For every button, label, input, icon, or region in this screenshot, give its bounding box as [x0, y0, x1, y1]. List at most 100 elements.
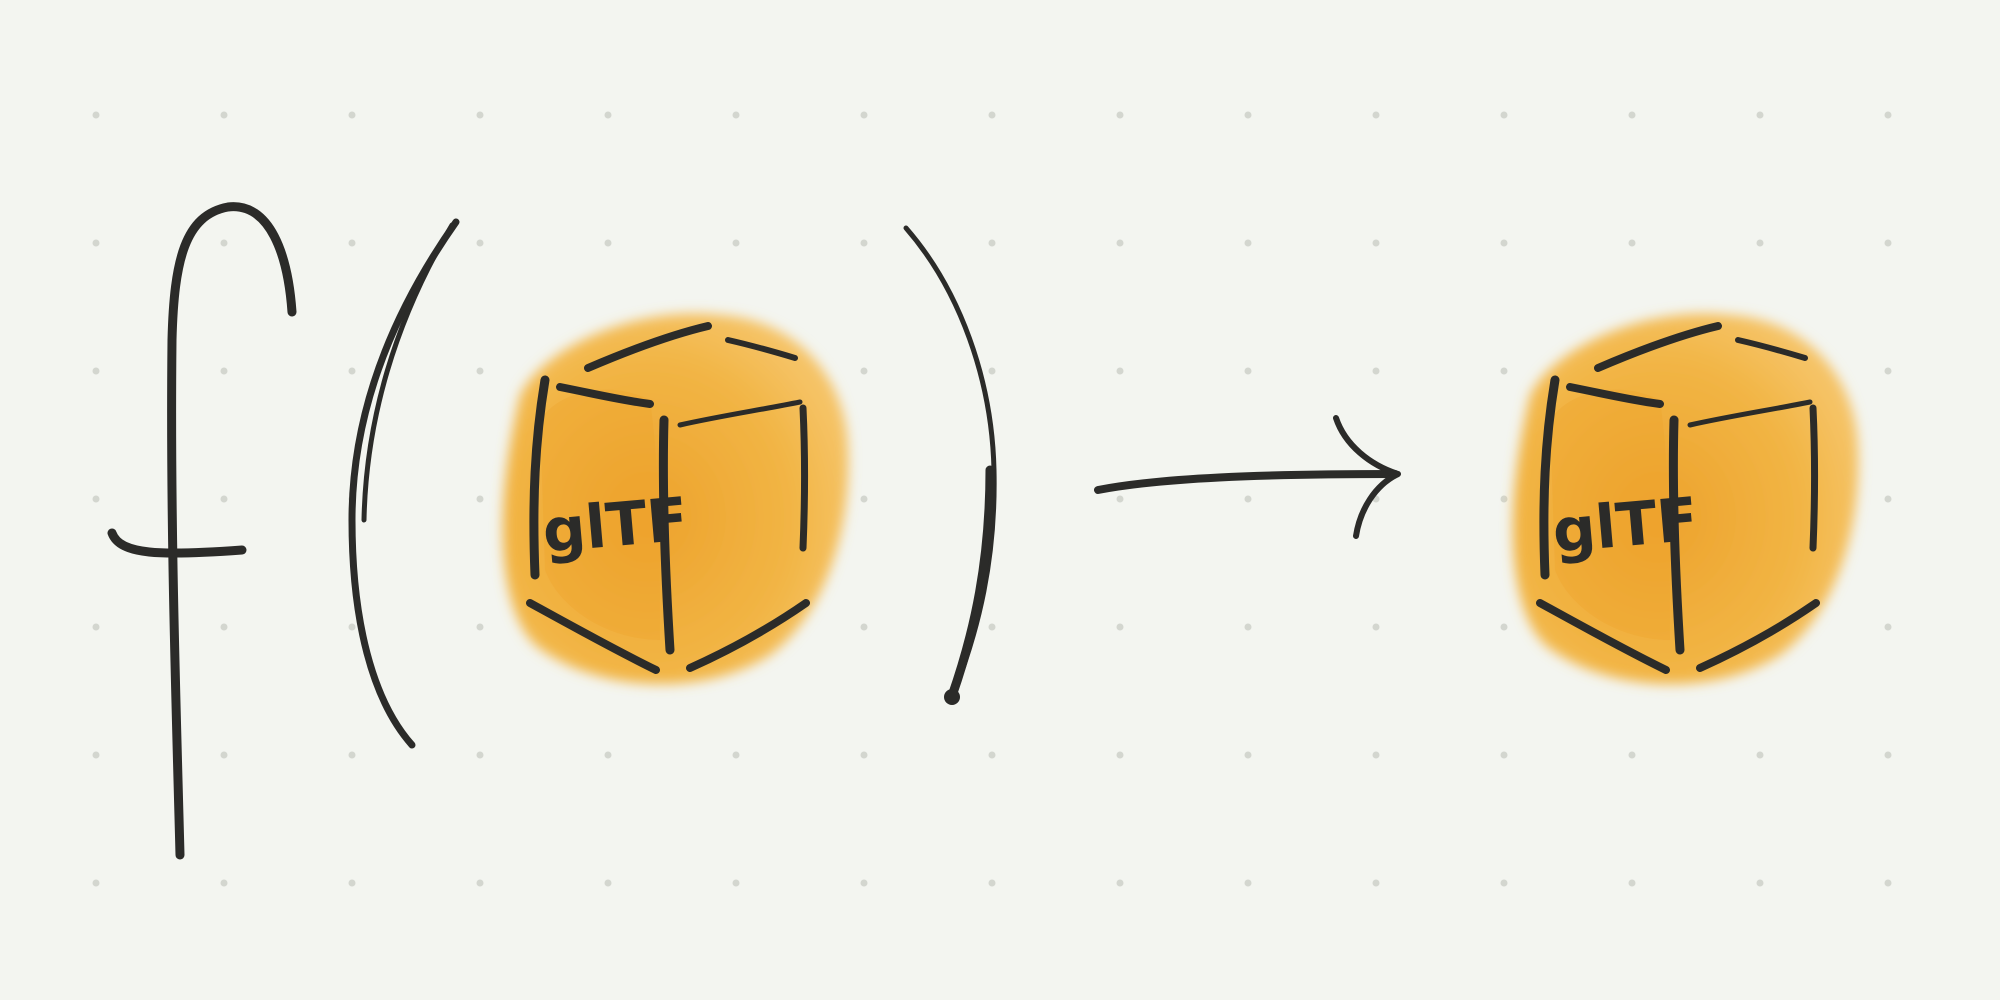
grid-dot: [92, 239, 100, 247]
grid-dot: [988, 623, 996, 631]
grid-dot: [732, 879, 740, 887]
grid-dot: [348, 111, 356, 119]
grid-dot: [604, 751, 612, 759]
output-gltf-cube: glTF: [1512, 313, 1859, 685]
grid-dot: [604, 111, 612, 119]
grid-dot: [1756, 239, 1764, 247]
grid-dot: [1372, 751, 1380, 759]
grid-dot: [1500, 367, 1508, 375]
grid-dot: [220, 239, 228, 247]
grid-dot: [860, 495, 868, 503]
grid-dot: [860, 623, 868, 631]
grid-dot: [348, 367, 356, 375]
grid-dot: [220, 623, 228, 631]
grid-dot: [1244, 239, 1252, 247]
grid-dot: [1244, 751, 1252, 759]
grid-dot: [1372, 367, 1380, 375]
grid-dot: [1500, 495, 1508, 503]
grid-dot: [988, 751, 996, 759]
grid-dot: [1884, 879, 1892, 887]
open-parenthesis: [348, 218, 460, 749]
grid-dot: [1756, 879, 1764, 887]
input-cube-label: glTF: [540, 485, 691, 567]
grid-dot: [1500, 623, 1508, 631]
grid-dot: [220, 879, 228, 887]
grid-dot: [92, 751, 100, 759]
grid-dot: [1628, 751, 1636, 759]
grid-dot: [1372, 623, 1380, 631]
grid-dot: [92, 495, 100, 503]
grid-dot: [1756, 111, 1764, 119]
grid-dot: [860, 751, 868, 759]
grid-dot: [860, 239, 868, 247]
grid-dot: [1244, 495, 1252, 503]
close-parenthesis: [903, 225, 997, 705]
grid-dot: [476, 751, 484, 759]
grid-dot: [604, 879, 612, 887]
grid-dot: [1116, 879, 1124, 887]
grid-dot: [1500, 879, 1508, 887]
grid-dot: [1116, 239, 1124, 247]
grid-dot: [988, 111, 996, 119]
gltf-cube-icon: glTF: [502, 313, 849, 685]
grid-dot: [988, 367, 996, 375]
grid-dot: [92, 367, 100, 375]
grid-dot: [732, 239, 740, 247]
grid-dot: [92, 623, 100, 631]
grid-dot: [92, 111, 100, 119]
grid-dot: [1372, 879, 1380, 887]
input-gltf-cube: glTF: [502, 313, 849, 685]
grid-dot: [476, 239, 484, 247]
grid-dot: [1756, 751, 1764, 759]
grid-dot: [1628, 111, 1636, 119]
grid-dot: [1244, 111, 1252, 119]
gltf-cube-icon: glTF: [1512, 313, 1859, 685]
grid-dot: [476, 111, 484, 119]
grid-dot: [604, 239, 612, 247]
grid-dot: [348, 239, 356, 247]
grid-dot: [1884, 111, 1892, 119]
grid-dot: [860, 879, 868, 887]
arrow-right-icon: [1094, 415, 1401, 539]
grid-dot: [476, 495, 484, 503]
output-cube-label: glTF: [1550, 485, 1701, 567]
grid-dot: [1244, 367, 1252, 375]
grid-dot: [1116, 751, 1124, 759]
grid-dot: [1372, 111, 1380, 119]
grid-dot: [1884, 751, 1892, 759]
grid-dot: [1116, 623, 1124, 631]
grid-dot: [1884, 239, 1892, 247]
grid-dot: [1884, 367, 1892, 375]
grid-dot: [220, 367, 228, 375]
grid-dot: [1500, 111, 1508, 119]
grid-dot: [476, 623, 484, 631]
grid-dot: [1884, 623, 1892, 631]
grid-dot: [988, 239, 996, 247]
grid-dot: [1884, 495, 1892, 503]
grid-dot: [1500, 751, 1508, 759]
grid-dot: [860, 111, 868, 119]
grid-dot: [220, 751, 228, 759]
grid-dot: [92, 879, 100, 887]
grid-dot: [220, 111, 228, 119]
grid-dot: [732, 751, 740, 759]
function-f-symbol: [107, 202, 297, 860]
grid-dot: [476, 879, 484, 887]
grid-dot: [348, 751, 356, 759]
grid-dot: [1244, 623, 1252, 631]
grid-dot: [348, 623, 356, 631]
grid-dot: [988, 879, 996, 887]
grid-dot: [1116, 495, 1124, 503]
grid-dot: [476, 367, 484, 375]
grid-dot: [860, 367, 868, 375]
grid-dot: [1500, 239, 1508, 247]
grid-dot: [1372, 239, 1380, 247]
grid-dot: [732, 111, 740, 119]
grid-dot: [1628, 239, 1636, 247]
grid-dot: [220, 495, 228, 503]
grid-dot: [1628, 879, 1636, 887]
grid-dot: [348, 879, 356, 887]
grid-dot: [1116, 367, 1124, 375]
grid-dot: [1116, 111, 1124, 119]
